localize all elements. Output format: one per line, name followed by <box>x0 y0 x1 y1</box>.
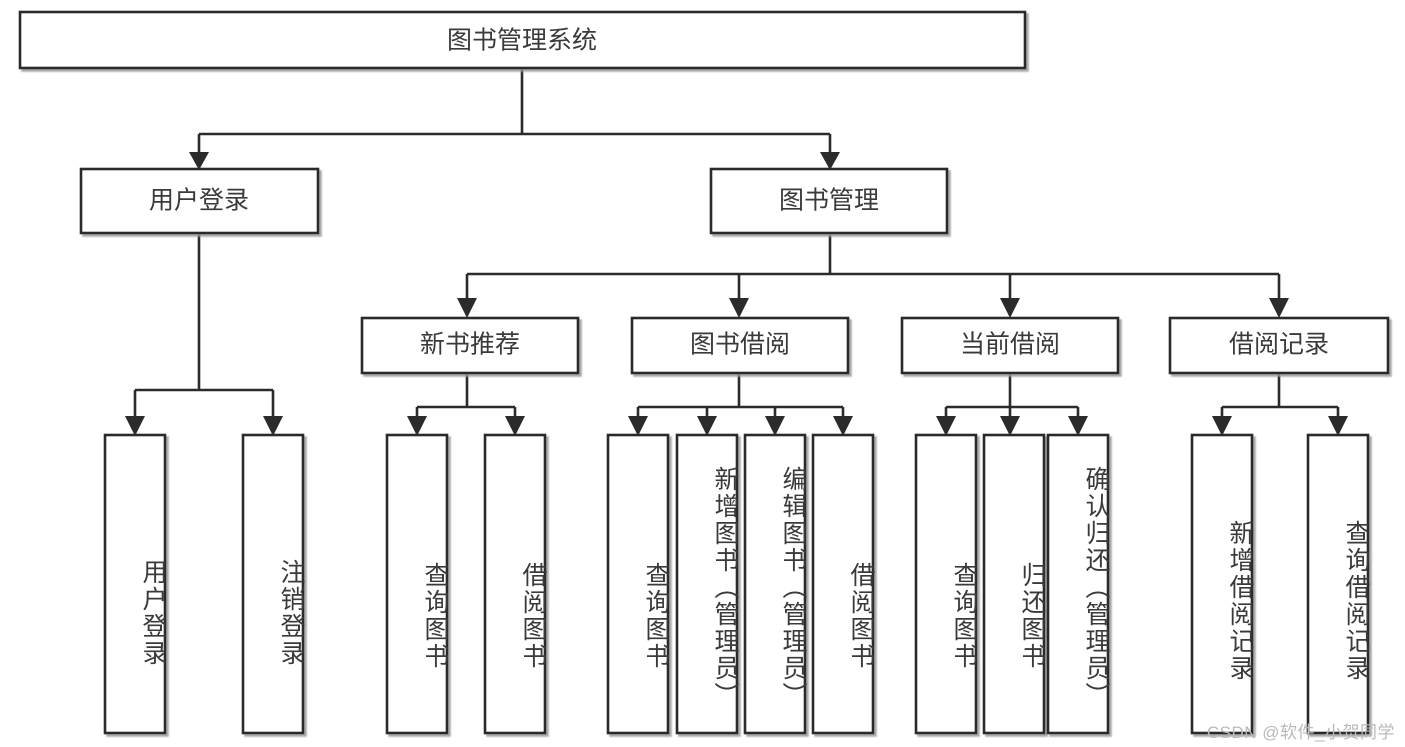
node-new-book-recommend-box[interactable] <box>360 316 580 375</box>
node-current-borrow-label: 当前借阅 <box>960 331 1060 359</box>
arrowhead-user-l1 <box>125 416 145 436</box>
leaf-box-query-book-2[interactable] <box>606 433 670 735</box>
leaf-box-user-login[interactable] <box>103 433 167 735</box>
node-current-borrow-box[interactable] <box>900 316 1120 375</box>
node-user-login[interactable]: 用户登录 <box>79 167 320 235</box>
node-new-book-recommend[interactable]: 新书推荐 <box>360 316 580 375</box>
leaf-box-add-record[interactable] <box>1190 433 1254 735</box>
node-book-management[interactable]: 图书管理 <box>709 167 949 235</box>
arrowhead-book-c4 <box>1269 298 1289 318</box>
leaf-box-borrow-book-2[interactable] <box>811 433 875 735</box>
node-book-borrow-box[interactable] <box>630 316 850 375</box>
arrowhead-current-l3 <box>1068 416 1088 436</box>
leaf-box-add-book[interactable] <box>675 433 739 735</box>
leaf-box-query-book-3[interactable] <box>914 433 978 735</box>
leaf-box-edit-book[interactable] <box>743 433 807 735</box>
node-book-management-box[interactable] <box>709 167 949 235</box>
arrowhead-book-c2 <box>729 298 749 318</box>
arrowhead-record-l2 <box>1328 416 1348 436</box>
arrowhead-borrow-l1 <box>628 416 648 436</box>
node-new-book-recommend-label: 新书推荐 <box>420 331 520 359</box>
node-book-borrow-label: 图书借阅 <box>690 331 790 359</box>
arrowhead-current-l2 <box>1000 416 1020 436</box>
arrowhead-borrow-l4 <box>833 416 853 436</box>
leaf-box-borrow-book-1[interactable] <box>483 433 547 735</box>
leaf-box-query-book-1[interactable] <box>385 433 449 735</box>
arrowhead-root-to-user <box>189 152 209 170</box>
leaf-box-query-record[interactable] <box>1306 433 1370 735</box>
arrowhead-book-c1 <box>457 298 477 318</box>
connectors <box>125 68 1348 436</box>
leaf-box-confirm-return[interactable] <box>1046 433 1110 735</box>
arrowhead-record-l1 <box>1212 416 1232 436</box>
arrowhead-current-l1 <box>936 416 956 436</box>
node-current-borrow[interactable]: 当前借阅 <box>900 316 1120 375</box>
leaf-box-return-book[interactable] <box>982 433 1046 735</box>
arrowhead-borrow-l3 <box>765 416 785 436</box>
arrowhead-newbook-l2 <box>505 416 525 436</box>
node-borrow-record-label: 借阅记录 <box>1229 331 1329 359</box>
leaf-boxes <box>103 433 1370 735</box>
arrowhead-user-l2 <box>263 416 283 436</box>
arrowhead-newbook-l1 <box>407 416 427 436</box>
node-root-box[interactable] <box>18 10 1027 70</box>
node-book-borrow[interactable]: 图书借阅 <box>630 316 850 375</box>
node-book-management-label: 图书管理 <box>779 187 879 215</box>
node-root-label: 图书管理系统 <box>447 27 597 55</box>
arrowhead-book-c3 <box>1000 298 1020 318</box>
node-borrow-record-box[interactable] <box>1168 316 1390 375</box>
node-user-login-box[interactable] <box>79 167 320 235</box>
arrowhead-borrow-l2 <box>697 416 717 436</box>
node-borrow-record[interactable]: 借阅记录 <box>1168 316 1390 375</box>
node-user-login-label: 用户登录 <box>149 187 249 215</box>
node-root[interactable]: 图书管理系统 <box>18 10 1027 70</box>
leaf-box-logout[interactable] <box>241 433 305 735</box>
arrowhead-root-to-book <box>820 152 840 170</box>
